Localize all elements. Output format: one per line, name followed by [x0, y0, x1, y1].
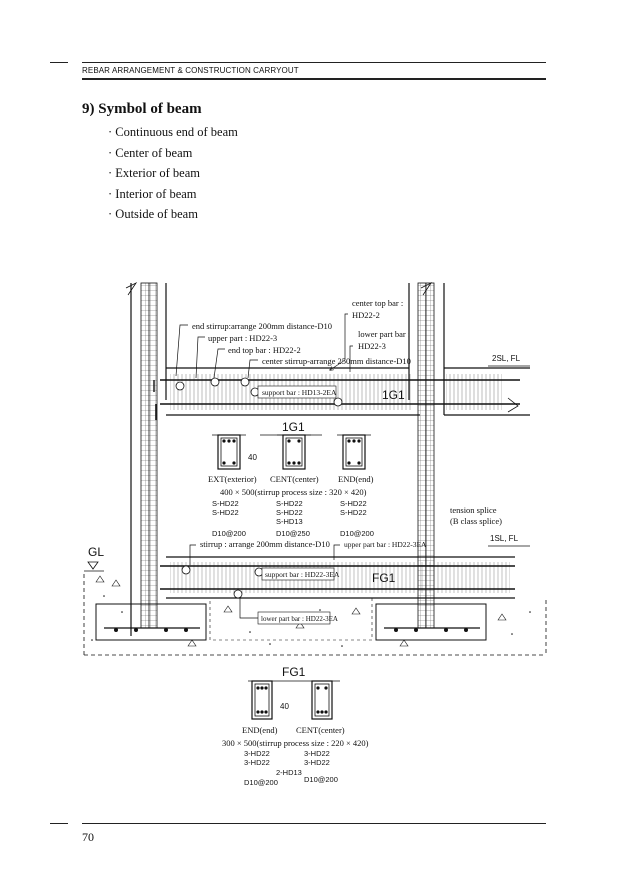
bar-schedule-1g1: S-HD22 S-HD22 D10@200 S-HD22 S-HD22 S-HD… — [212, 499, 374, 538]
fg-cent-bar-1: 3-HD22 — [304, 749, 330, 758]
cover-40-fg1: 40 — [280, 702, 289, 711]
label-cent: CENT(center) — [270, 474, 319, 484]
header-rule-thick — [82, 78, 546, 80]
label-support-bar-upper: support bar : HD13-2EA — [262, 388, 337, 397]
section-title-fg1: FG1 — [282, 665, 306, 679]
section-title-1g1: 1G1 — [282, 420, 305, 434]
label-fg-end: END(end) — [242, 725, 278, 735]
fg-cent-bar-2: 3-HD22 — [304, 758, 330, 767]
fg1-section-end — [251, 680, 273, 720]
list-item: Interior of beam — [108, 187, 238, 208]
running-title: REBAR ARRANGEMENT & CONSTRUCTION CARRYOU… — [82, 66, 299, 75]
ext-stirrup: D10@200 — [212, 529, 246, 538]
page-number: 70 — [82, 830, 94, 844]
end-bar-1: S-HD22 — [340, 499, 367, 508]
fg-end-stirrup: D10@200 — [244, 778, 278, 787]
footer-rule — [82, 823, 546, 824]
cent-bar-1: S-HD22 — [276, 499, 303, 508]
cent-stirrup: D10@250 — [276, 529, 310, 538]
list-item: Center of beam — [108, 146, 238, 167]
label-end: END(end) — [338, 474, 374, 484]
cover-40-1g1: 40 — [248, 453, 257, 462]
label-lower-part-bar-1: lower part bar : — [358, 329, 410, 339]
beam-mark-1g1: 1G1 — [382, 388, 405, 402]
label-tension-splice-2: (B class splice) — [450, 516, 502, 526]
label-support-bar-lower: support bar : HD22-3EA — [265, 570, 340, 579]
ext-bar-2: S-HD22 — [212, 508, 239, 517]
bullet-list: Continuous end of beam Center of beam Ex… — [108, 125, 238, 228]
soil-marks — [95, 575, 507, 647]
footing-right — [375, 603, 487, 641]
cent-bar-3: S-HD13 — [276, 517, 303, 526]
label-1sl-fl: 1SL, FL — [490, 534, 519, 543]
fg-cent-stirrup: D10@200 — [304, 775, 338, 784]
section-cent — [277, 434, 311, 470]
label-tension-splice-1: tension splice — [450, 505, 497, 515]
header-rule — [82, 62, 546, 63]
header-rule-short — [50, 62, 68, 63]
ext-bar-1: S-HD22 — [212, 499, 239, 508]
end-bar-2: S-HD22 — [340, 508, 367, 517]
label-center-stirrup: center stirrup-arrange 250mm distance-D1… — [262, 356, 411, 366]
leaders-top — [175, 313, 353, 379]
label-2sl-fl: 2SL, FL — [492, 354, 521, 363]
footing-left — [95, 603, 207, 641]
label-ext: EXT(exterior) — [208, 474, 257, 484]
fg1-section-cent — [311, 680, 333, 720]
label-gl: GL — [88, 545, 104, 559]
cent-bar-2: S-HD22 — [276, 508, 303, 517]
label-upper-part: upper part : HD22-3 — [208, 333, 277, 343]
label-size-1g1: 400 × 500(stirrup process size : 320 × 4… — [220, 487, 367, 497]
end-stirrup: D10@200 — [340, 529, 374, 538]
label-center-top-bar-1: center top bar : — [352, 298, 403, 308]
fg-end-bar-2: 3-HD22 — [244, 758, 270, 767]
section-title: 9) Symbol of beam — [82, 101, 202, 117]
list-item: Outside of beam — [108, 207, 238, 228]
list-item: Exterior of beam — [108, 166, 238, 187]
list-item: Continuous end of beam — [108, 125, 238, 146]
label-size-fg1: 300 × 500(stirrup process size : 220 × 4… — [222, 738, 369, 748]
label-lower-part-bar-2: HD22-3 — [358, 341, 386, 351]
fg-mid-bar: 2-HD13 — [276, 768, 302, 777]
label-center-top-bar-2: HD22-2 — [352, 310, 380, 320]
foundation-beam — [160, 556, 515, 599]
section-ext — [212, 434, 246, 470]
label-stirrup-arrange: stirrup : arrange 200mm distance-D10 — [200, 539, 330, 549]
upper-beam — [153, 367, 530, 420]
label-end-stirrup: end stirrup:arrange 200mm distance-D10 — [192, 321, 332, 331]
section-end — [337, 434, 371, 470]
label-lower-part-bar-box: lower part bar : HD22-3EA — [261, 615, 338, 623]
label-upper-part-bar: upper part bar : HD22-3EA — [344, 540, 427, 549]
label-end-top-bar: end top bar : HD22-2 — [228, 345, 301, 355]
footer-rule-short — [50, 823, 68, 824]
aggregate-dots — [91, 595, 531, 647]
fg-end-bar-1: 3-HD22 — [244, 749, 270, 758]
beam-mark-fg1: FG1 — [372, 571, 396, 585]
label-fg-cent: CENT(center) — [296, 725, 345, 735]
left-column — [125, 281, 167, 636]
